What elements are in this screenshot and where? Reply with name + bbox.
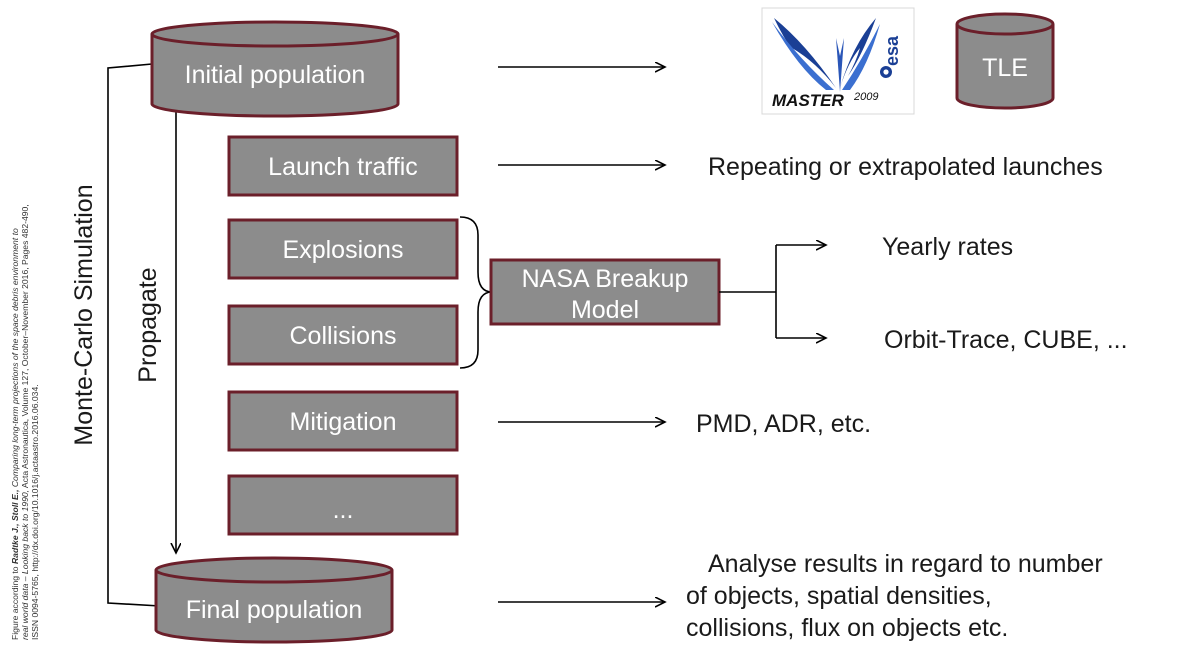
svg-text:real world data – Looking back: real world data – Looking back to 1990, … (20, 204, 30, 640)
master-logo-year: 2009 (853, 91, 878, 103)
launch-traffic-box: Launch traffic (227, 135, 459, 197)
svg-text:TLE: TLE (982, 54, 1028, 82)
svg-text:NASA Breakup: NASA Breakup (522, 265, 689, 293)
master-logo-text: MASTER (772, 91, 845, 110)
explosions-box: Explosions (227, 218, 459, 280)
analyse-label-line3: collisions, flux on objects etc. (686, 614, 1008, 642)
svg-text:Figure according to Radtke J.,: Figure according to Radtke J., Stoll E.,… (10, 228, 20, 640)
svg-text:ISSN 0094-5765, http://dx.doi.: ISSN 0094-5765, http://dx.doi.org/10.101… (30, 384, 40, 640)
master-2009-logo: esa MASTER 2009 (761, 7, 915, 115)
yearly-rates-label: Yearly rates (882, 233, 1013, 261)
tle-cylinder: TLE (955, 12, 1055, 110)
analyse-label-line1: Analyse results in regard to number (708, 550, 1103, 578)
monte-carlo-bracket (107, 63, 161, 607)
mitigation-output-label: PMD, ADR, etc. (696, 410, 871, 438)
citation: Figure according to Radtke J., Stoll E.,… (10, 204, 40, 640)
mitigation-box: Mitigation (227, 390, 459, 452)
ellipsis-box: ... (227, 474, 459, 536)
svg-text:...: ... (333, 496, 354, 524)
curly-brace (459, 216, 493, 369)
svg-text:Final population: Final population (186, 596, 363, 624)
svg-text:Collisions: Collisions (290, 322, 397, 350)
breakup-fork-arrows (719, 245, 826, 338)
initial-population-cylinder: Initial population (150, 20, 400, 118)
launches-label: Repeating or extrapolated launches (708, 153, 1103, 181)
propagate-label: Propagate (134, 267, 162, 382)
svg-text:Launch traffic: Launch traffic (268, 153, 418, 181)
monte-carlo-label: Monte-Carlo Simulation (70, 184, 98, 445)
analyse-label-line2: of objects, spatial densities, (686, 582, 992, 610)
svg-text:Explosions: Explosions (283, 236, 404, 264)
final-population-cylinder: Final population (154, 556, 394, 644)
collisions-box: Collisions (227, 304, 459, 366)
nasa-breakup-model-box: NASA Breakup Model (489, 258, 721, 326)
svg-text:Mitigation: Mitigation (290, 408, 397, 436)
esa-logo-text: esa (882, 35, 902, 66)
svg-text:Initial population: Initial population (185, 61, 366, 89)
orbit-trace-label: Orbit-Trace, CUBE, ... (884, 326, 1128, 354)
svg-text:Model: Model (571, 296, 639, 324)
